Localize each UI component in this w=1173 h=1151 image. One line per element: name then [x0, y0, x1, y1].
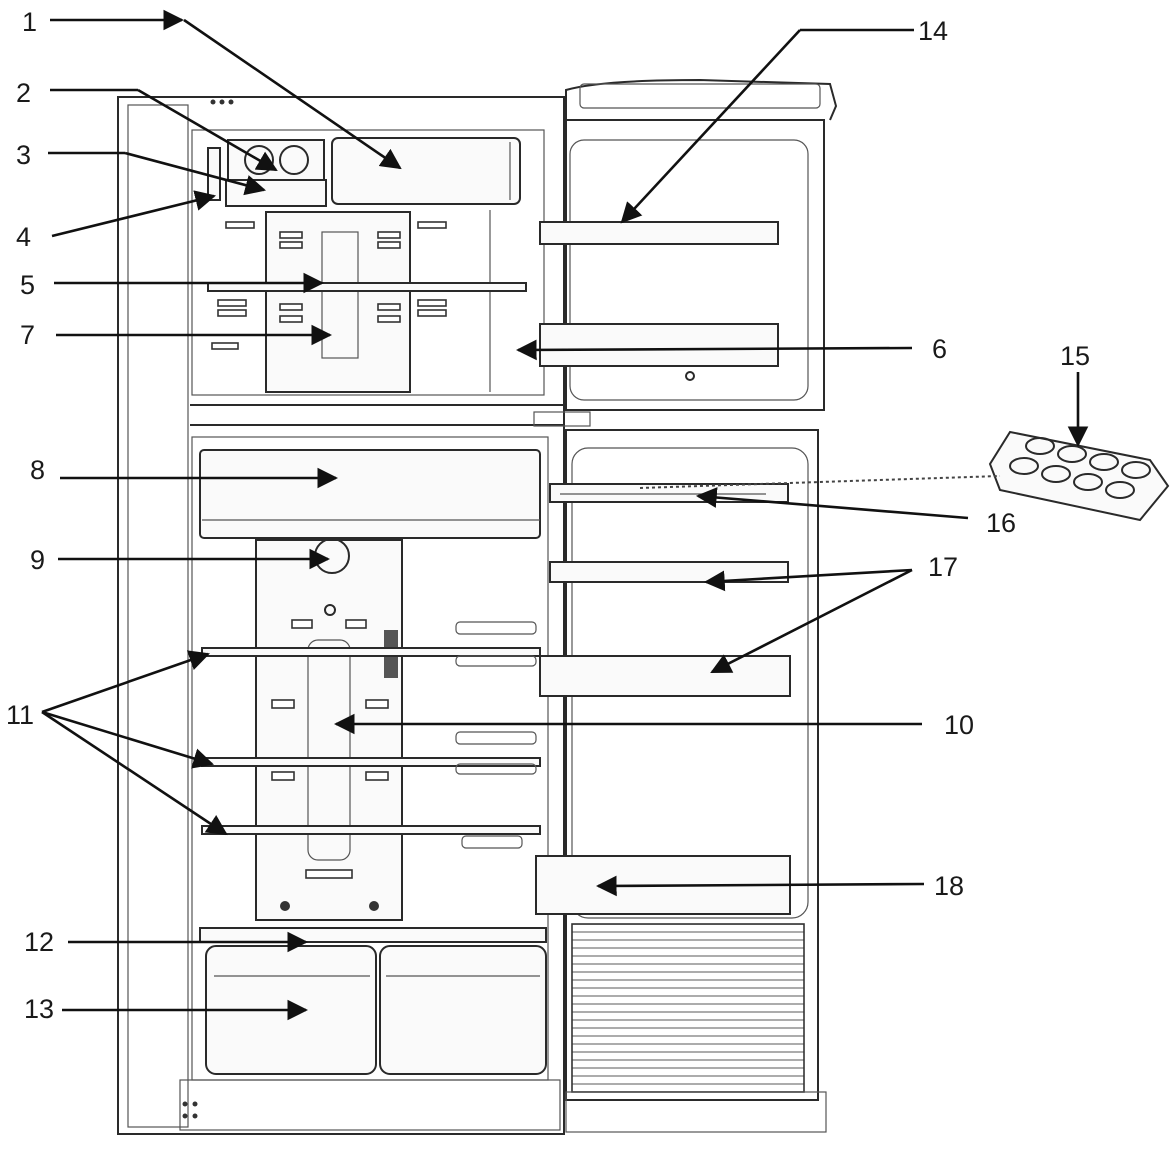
egg-tray — [639, 430, 1170, 522]
callout-6: 6 — [932, 334, 947, 364]
callout-4: 4 — [16, 222, 31, 252]
freezer-shelf — [207, 282, 527, 292]
callout-2: 2 — [16, 78, 31, 108]
freezer-duct-panel — [265, 211, 411, 393]
chill-drawer — [199, 449, 541, 539]
freezer-compartment — [207, 137, 527, 393]
callout-9: 9 — [30, 545, 45, 575]
callout-5: 5 — [20, 270, 35, 300]
shelf-supports — [455, 621, 537, 849]
crisper-cover — [199, 927, 547, 943]
freezer-door — [539, 78, 838, 411]
freezer-door-shelf-lower — [539, 323, 779, 367]
fridge-door — [533, 411, 827, 1133]
ice-lever — [207, 147, 221, 201]
fridge-compartment — [199, 449, 547, 1075]
callout-13: 13 — [24, 994, 54, 1024]
callout-8: 8 — [30, 455, 45, 485]
callout-12: 12 — [24, 927, 54, 957]
callout-1: 1 — [22, 7, 37, 37]
door-grille — [571, 923, 805, 1093]
callout-7: 7 — [20, 320, 35, 350]
leader-lines — [41, 9, 1089, 1021]
fridge-duct-panel — [255, 539, 403, 921]
callout-labels: 1 2 3 4 5 7 8 9 11 12 13 14 6 15 16 17 1… — [6, 7, 1090, 1024]
callout-15: 15 — [1060, 341, 1090, 371]
callout-14: 14 — [918, 16, 948, 46]
freezer-door-shelf-upper — [539, 221, 779, 245]
ice-box — [331, 137, 521, 205]
door-shelf-middle — [549, 561, 789, 583]
callout-18: 18 — [934, 871, 964, 901]
callout-17: 17 — [928, 552, 958, 582]
door-shelf-lower — [539, 655, 791, 697]
ice-twist-tray — [227, 139, 325, 181]
callout-11: 11 — [6, 700, 34, 730]
callout-16: 16 — [986, 508, 1016, 538]
callout-10: 10 — [944, 710, 974, 740]
callout-3: 3 — [16, 140, 31, 170]
crisper-right — [379, 945, 547, 1075]
